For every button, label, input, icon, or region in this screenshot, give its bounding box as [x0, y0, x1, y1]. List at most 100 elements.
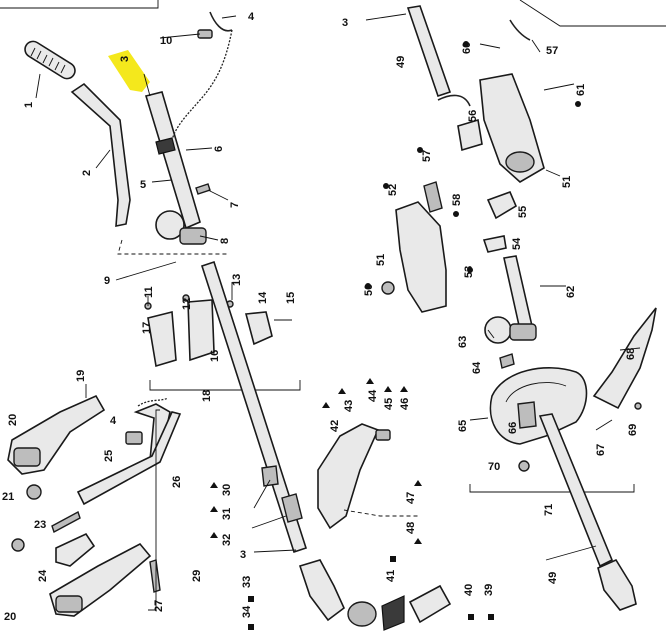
part-4-cable-lower — [137, 397, 169, 407]
part-4-wire — [209, 11, 233, 32]
part-head-right — [597, 558, 637, 611]
callout-65: 65 — [457, 420, 469, 432]
shaft-coupler — [281, 493, 303, 523]
part-65-guard-rim — [505, 382, 567, 403]
callout-12: 12 — [181, 298, 193, 310]
part-42-guard — [317, 423, 380, 530]
frame-corner-left — [0, 0, 159, 9]
part-6-cable — [171, 29, 233, 141]
clamp-assembly — [144, 294, 292, 368]
leader-lines — [35, 13, 641, 561]
part-45-blade — [375, 429, 391, 441]
callout-9: 9 — [104, 275, 110, 287]
callout-33: 33 — [241, 576, 253, 588]
part-58-trigger — [423, 181, 443, 213]
callout-15: 15 — [285, 292, 297, 304]
callout-51-mid: 51 — [375, 254, 387, 266]
part-21-nut — [26, 484, 42, 500]
callout-63: 63 — [457, 336, 469, 348]
part-49-upper-tube — [406, 5, 452, 98]
part-57-wire-top — [509, 19, 531, 41]
part-33-motor-head — [298, 559, 345, 622]
callout-43: 43 — [343, 400, 355, 412]
part-25-switch — [125, 431, 143, 445]
part-5-handle-tube — [144, 91, 201, 230]
callout-16: 16 — [209, 350, 221, 362]
part-64-screw — [499, 353, 515, 369]
part-41-cover — [381, 595, 405, 631]
callout-markers — [210, 41, 581, 630]
callout-54: 54 — [511, 237, 523, 250]
part-69-screw — [634, 402, 642, 410]
callout-61: 61 — [575, 84, 587, 96]
callout-41: 41 — [385, 570, 397, 582]
callout-52: 52 — [387, 184, 399, 196]
callout-55: 55 — [517, 206, 529, 218]
callout-3-right: 3 — [342, 17, 348, 29]
part-24-trigger — [55, 532, 96, 567]
part-30-clip — [261, 465, 279, 487]
callout-45: 45 — [383, 398, 395, 410]
callout-51-top: 51 — [561, 176, 573, 188]
callout-67: 67 — [595, 444, 607, 456]
callout-26: 26 — [171, 476, 183, 488]
callout-48: 48 — [405, 522, 417, 534]
callout-23: 23 — [34, 519, 46, 531]
callout-3-mid: 3 — [240, 549, 246, 561]
part-68-deflector — [592, 307, 657, 410]
part-63-knob — [484, 316, 512, 344]
callout-3-top: 3 — [119, 56, 131, 62]
callout-40: 40 — [463, 584, 475, 596]
callout-56: 56 — [467, 110, 479, 122]
callout-62: 62 — [565, 286, 577, 298]
callout-20-bottom: 20 — [4, 611, 16, 623]
part-56-switch — [457, 118, 483, 152]
bracket-18 — [149, 380, 301, 391]
callout-68: 68 — [625, 348, 637, 360]
callout-49-bottom: 49 — [547, 572, 559, 584]
callout-27: 27 — [153, 600, 165, 612]
assembly-guide-1 — [117, 239, 228, 255]
callout-70: 70 — [488, 461, 500, 473]
callout-66: 66 — [507, 422, 519, 434]
callout-8: 8 — [219, 238, 231, 244]
callout-24: 24 — [37, 569, 49, 582]
part-39-cap — [408, 584, 452, 624]
part-63-clamp — [509, 323, 537, 341]
bracket-71 — [469, 484, 635, 493]
callout-49-top: 49 — [395, 56, 407, 68]
callout-25: 25 — [103, 450, 115, 462]
part-8-clamp — [179, 227, 207, 245]
callout-69: 69 — [627, 424, 639, 436]
part-55-lever — [486, 190, 518, 220]
bracket-29 — [148, 409, 160, 611]
callout-4-lower: 4 — [110, 415, 117, 427]
callout-42: 42 — [329, 420, 341, 432]
part-23-screw — [51, 510, 81, 534]
part-26-tube — [76, 411, 182, 506]
callout-31: 31 — [221, 508, 233, 520]
part-5-band — [155, 137, 176, 155]
callout-47: 47 — [405, 492, 417, 504]
callout-17: 17 — [141, 322, 153, 334]
part-62-shaft — [503, 255, 533, 332]
part-51-grip — [505, 151, 535, 173]
part-2-handle-tube — [70, 82, 131, 227]
part-7-screw — [195, 183, 211, 195]
shaft-main — [200, 260, 308, 554]
small-part-left — [11, 538, 25, 552]
part-70-nut — [518, 460, 530, 472]
callout-6: 6 — [213, 146, 225, 152]
callout-labels: 1 2 3 4 10 5 6 7 8 9 11 12 13 14 15 16 1… — [2, 11, 639, 623]
part-10-connector — [197, 29, 213, 39]
part-41-spool — [347, 601, 377, 627]
callout-3-highlight — [108, 50, 150, 92]
part-49-lower-tube — [538, 413, 614, 568]
callout-44: 44 — [367, 389, 379, 402]
callout-10: 10 — [160, 35, 172, 47]
frame-corner-right — [519, 0, 666, 27]
callout-20-top: 20 — [7, 414, 19, 426]
part-65-guard — [489, 367, 588, 445]
